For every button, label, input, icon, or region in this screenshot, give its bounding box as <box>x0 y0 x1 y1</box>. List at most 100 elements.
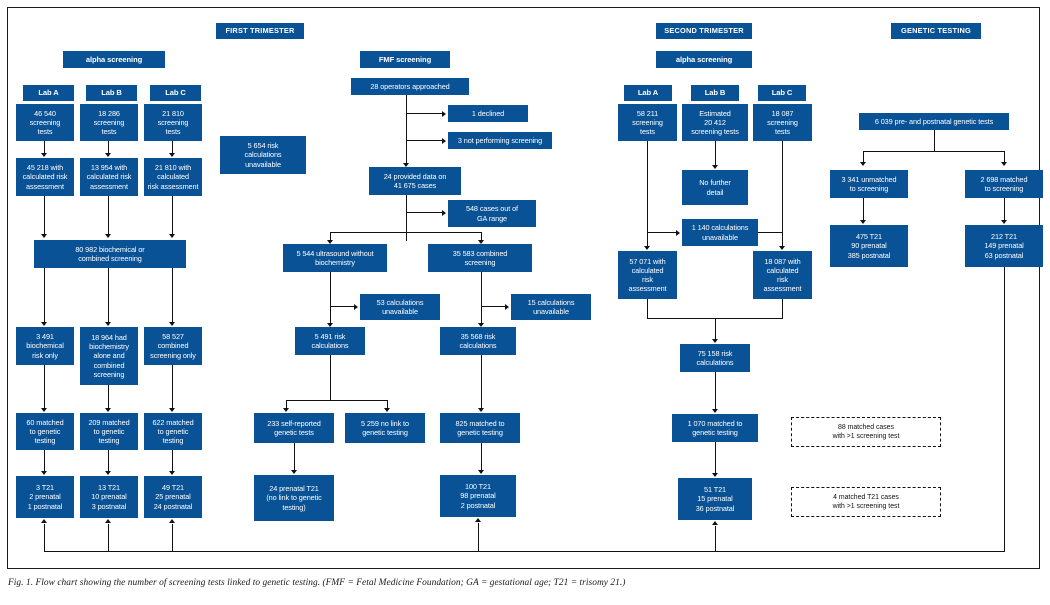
st-t21: 51 T21 15 prenatal 36 postnatal <box>678 478 752 520</box>
ft-t21-c: 49 T21 25 prenatal 24 postnatal <box>144 476 202 518</box>
ft-line-c1 <box>172 141 174 154</box>
ft-line-b5 <box>108 450 110 472</box>
fmf-split-l <box>330 232 332 241</box>
bottom-up-st <box>715 526 717 552</box>
st-alpha-screening: alpha screening <box>656 51 752 68</box>
fmf-arrow-combined <box>478 240 485 244</box>
ft-matched-c: 622 matched to genetic testing <box>144 413 202 450</box>
ft-t21-b: 13 T21 10 prenatal 3 postnatal <box>80 476 138 518</box>
fmf-arrow-notperf <box>442 137 446 144</box>
st-calculations-unavailable: 1 140 calculations unavailable <box>682 219 758 246</box>
st-screening-tests-c: 18 087 screening tests <box>753 104 812 141</box>
fmf-trunk-2 <box>406 195 408 241</box>
fmf-line-r3 <box>481 355 483 409</box>
fmf-split2-v <box>330 355 332 401</box>
st-lab-b: Lab B <box>691 85 739 101</box>
fmf-arrow-self-t21 <box>291 470 298 474</box>
bottom-arrow-ft-c <box>169 519 176 523</box>
ft-line-c3 <box>172 268 174 323</box>
note-matched-t21-cases: 4 matched T21 cases with >1 screening te… <box>791 487 941 517</box>
fmf-branch-unav-r <box>481 306 506 308</box>
fmf-arrow-risk-l <box>327 323 334 327</box>
ft-screening-tests-b: 18 286 screening tests <box>80 104 138 141</box>
ft-biochem-alone-combined: 18 964 had biochemistry alone and combin… <box>80 327 138 385</box>
gt-split-r <box>1004 151 1006 163</box>
fmf-line-r2 <box>481 272 483 324</box>
st-arrow-2 <box>712 409 719 413</box>
fmf-branch-declined <box>406 113 443 115</box>
ft-arrow-a1 <box>41 153 48 157</box>
st-arrow-b1 <box>712 165 719 169</box>
fmf-arrow-self <box>283 408 290 412</box>
bottom-up-ft-c <box>172 524 174 552</box>
fmf-provided-data: 24 provided data on 41 675 cases <box>369 167 461 195</box>
fmf-split2-l <box>286 400 288 409</box>
ft-calculated-risk-a: 45 218 with calculated risk assessment <box>16 158 74 196</box>
bottom-right-drop <box>1004 267 1006 552</box>
st-risk-calculations: 75 158 risk calculations <box>680 344 750 372</box>
fmf-line-self-t21 <box>294 443 296 471</box>
fmf-declined: 1 declined <box>448 105 528 122</box>
ft-arrow-b3 <box>105 322 112 326</box>
fmf-split-r <box>481 232 483 241</box>
bottom-arrow-fmf <box>475 518 482 522</box>
st-line-b1 <box>715 141 717 166</box>
ft-calculated-risk-c: 21 810 with calculated risk assessment <box>144 158 202 196</box>
st-arrow-c2 <box>779 246 786 250</box>
st-line-a-to-unav <box>647 232 677 234</box>
gt-trunk <box>934 130 936 152</box>
st-line-c-to-unav <box>754 232 783 234</box>
ft-line-c5 <box>172 450 174 472</box>
ft-lab-b: Lab B <box>86 85 137 101</box>
st-arrow-a2 <box>644 246 651 250</box>
gt-unmatched: 3 341 unmatched to screening <box>830 170 908 198</box>
st-merge-r <box>782 299 784 319</box>
fmf-arrow-t21-r <box>478 470 485 474</box>
fmf-split2-r <box>387 400 389 409</box>
gt-arrow-t21-un <box>860 220 867 224</box>
st-arrow-a-to-unav <box>676 229 680 236</box>
ft-line-a1 <box>44 141 46 154</box>
bottom-up-ft-a <box>44 524 46 552</box>
st-lab-a: Lab A <box>624 85 672 101</box>
gt-arrow-unmatched <box>860 162 867 166</box>
fmf-arrow-garange <box>442 209 446 216</box>
st-line-a1 <box>647 141 649 247</box>
fmf-unavailable-left: 53 calculations unavailable <box>360 294 440 320</box>
ft-combined-only: 58 527 combined screening only <box>144 327 202 365</box>
gt-split-l <box>863 151 865 163</box>
gt-line-matched <box>1004 198 1006 221</box>
fmf-no-link: 5 259 no link to genetic testing <box>345 413 425 443</box>
fmf-ultrasound-box: 5 544 ultrasound without biochemistry <box>283 244 387 272</box>
gt-matched: 2 698 matched to screening <box>965 170 1043 198</box>
bottom-arrow-st <box>712 521 719 525</box>
gt-arrow-t21-m <box>1001 220 1008 224</box>
ft-line-b2 <box>108 196 110 235</box>
header-genetic-testing: GENETIC TESTING <box>891 23 981 39</box>
bottom-up-fmf <box>478 523 480 552</box>
ft-t21-a: 3 T21 2 prenatal 1 postnatal <box>16 476 74 518</box>
fmf-arrow-unav-l <box>354 303 358 310</box>
ft-lab-c: Lab C <box>150 85 201 101</box>
st-line-2 <box>715 372 717 410</box>
ft-arrow-b5 <box>105 471 112 475</box>
ft-line-a3 <box>44 268 46 323</box>
st-no-further-detail: No further detail <box>682 170 748 205</box>
ft-line-b4 <box>108 385 110 409</box>
ft-alpha-screening: alpha screening <box>63 51 165 68</box>
ft-arrow-b1 <box>105 153 112 157</box>
ft-matched-b: 209 matched to genetic testing <box>80 413 138 450</box>
bottom-arrow-ft-a <box>41 519 48 523</box>
fmf-matched: 825 matched to genetic testing <box>440 413 520 443</box>
st-screening-tests-a: 58 211 screening tests <box>618 104 677 141</box>
fmf-trunk-1 <box>406 95 408 165</box>
fmf-t21-right: 100 T21 98 prenatal 2 postnatal <box>440 475 516 517</box>
bottom-arrow-ft-b <box>105 519 112 523</box>
ft-combined-screening: 80 982 biochemical or combined screening <box>34 240 186 268</box>
fmf-arrow-ultrasound <box>327 240 334 244</box>
fmf-risk-calcs-right: 35 568 risk calculations <box>440 327 516 355</box>
ft-biochemical-only: 3 491 biochemical risk only <box>16 327 74 365</box>
ft-arrow-c4 <box>169 408 176 412</box>
ft-risk-unavailable: 5 654 risk calculations unavailable <box>220 136 306 174</box>
st-line-3 <box>715 442 717 474</box>
